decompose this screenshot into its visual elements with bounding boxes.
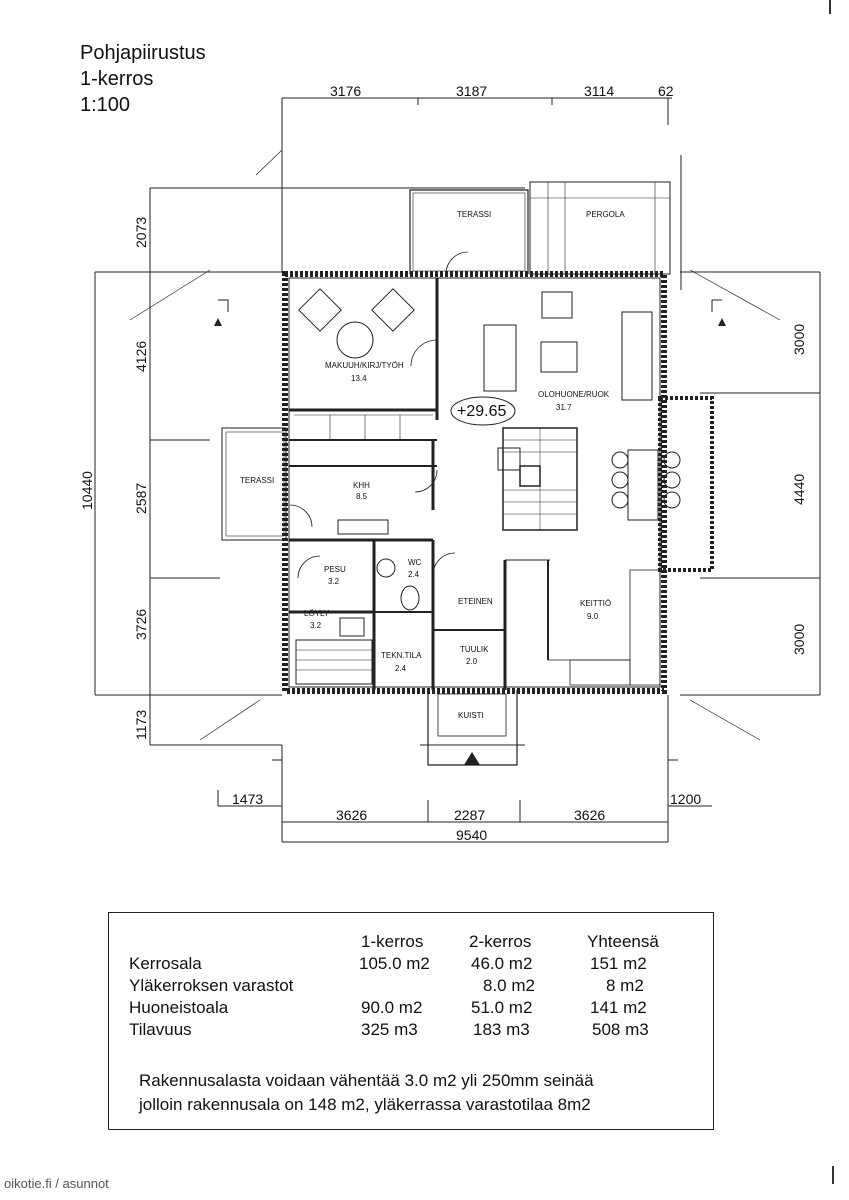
room-terassi-left: TERASSI bbox=[240, 476, 274, 485]
note-line-2: jolloin rakennusala on 148 m2, yläkerras… bbox=[139, 1095, 591, 1114]
table-cell: 46.0 m2 bbox=[471, 954, 533, 973]
dim-left-total: 10440 bbox=[79, 471, 95, 510]
room-tuulik-name: TUULIK bbox=[460, 645, 489, 654]
plan-floor: 1-kerros bbox=[80, 68, 154, 90]
dim-right-2: 4440 bbox=[791, 474, 807, 505]
dim-bottom-total: 9540 bbox=[456, 827, 487, 843]
room-loyly-area: 3.2 bbox=[310, 621, 322, 630]
row-label-tilavuus: Tilavuus bbox=[129, 1020, 192, 1039]
dim-bottom-5: 1200 bbox=[670, 791, 701, 807]
room-tekntila-name: TEKN.TILA bbox=[381, 651, 422, 660]
plan-title: Pohjapiirustus bbox=[80, 42, 206, 64]
row-label-kerrosala: Kerrosala bbox=[129, 954, 202, 973]
floor-level: +29.65 bbox=[457, 403, 506, 420]
floor-plan-drawing: 3176 3187 3114 62 2073 4126 2587 3726 11… bbox=[79, 83, 821, 843]
row-label-huoneistoala: Huoneistoala bbox=[129, 998, 229, 1017]
room-loyly-name: LÖYLY bbox=[304, 609, 330, 618]
dim-left-3: 2587 bbox=[133, 483, 149, 514]
dim-bottom-4: 3626 bbox=[574, 807, 605, 823]
col-header-1: 1-kerros bbox=[361, 932, 424, 951]
table-cell: 105.0 m2 bbox=[359, 954, 430, 973]
room-wc-area: 2.4 bbox=[408, 570, 420, 579]
room-keittio-area: 9.0 bbox=[587, 612, 599, 621]
room-tuulik-area: 2.0 bbox=[466, 657, 478, 666]
dim-top-3: 3114 bbox=[584, 83, 614, 99]
col-header-3: Yhteensä bbox=[587, 932, 659, 951]
room-keittio-name: KEITTIÖ bbox=[580, 599, 611, 608]
scan-edge-mark bbox=[829, 0, 831, 14]
watermark: oikotie.fi / asunnot bbox=[4, 1176, 109, 1191]
room-wc-name: WC bbox=[408, 558, 422, 567]
dim-bottom-2: 3626 bbox=[336, 807, 367, 823]
table-cell: 508 m3 bbox=[592, 1020, 649, 1039]
dim-top-1: 3176 bbox=[330, 83, 361, 99]
room-olohuone-name: OLOHUONE/RUOK bbox=[538, 390, 610, 399]
dim-top-4: 62 bbox=[658, 83, 674, 99]
room-khh-name: KHH bbox=[353, 481, 370, 490]
room-terassi-top: TERASSI bbox=[457, 210, 491, 219]
table-cell: 51.0 m2 bbox=[471, 998, 533, 1017]
table-cell: 325 m3 bbox=[361, 1020, 418, 1039]
table-cell: 151 m2 bbox=[590, 954, 647, 973]
col-header-2: 2-kerros bbox=[469, 932, 532, 951]
room-tekntila-area: 2.4 bbox=[395, 664, 407, 673]
room-eteinen-name: ETEINEN bbox=[458, 597, 493, 606]
room-pesu-name: PESU bbox=[324, 565, 346, 574]
dim-right-1: 3000 bbox=[791, 324, 807, 355]
room-khh-area: 8.5 bbox=[356, 492, 368, 501]
table-cell: 183 m3 bbox=[473, 1020, 530, 1039]
room-makuuh-name: MAKUUH/KIRJ/TYÖH bbox=[325, 361, 404, 370]
row-label-varastot: Yläkerroksen varastot bbox=[129, 976, 294, 995]
room-pergola: PERGOLA bbox=[586, 210, 625, 219]
dim-left-2: 4126 bbox=[133, 341, 149, 372]
dim-top-2: 3187 bbox=[456, 83, 487, 99]
table-cell: 90.0 m2 bbox=[361, 998, 423, 1017]
dim-bottom-3: 2287 bbox=[454, 807, 485, 823]
room-olohuone-area: 31.7 bbox=[556, 403, 572, 412]
table-cell: 8.0 m2 bbox=[483, 976, 535, 995]
note-line-1: Rakennusalasta voidaan vähentää 3.0 m2 y… bbox=[139, 1071, 594, 1090]
scan-edge-mark bbox=[832, 1166, 834, 1184]
room-makuuh-area: 13.4 bbox=[351, 374, 367, 383]
room-pesu-area: 3.2 bbox=[328, 577, 340, 586]
room-kuisti: KUISTI bbox=[458, 711, 484, 720]
area-table: 1-kerros 2-kerros Yhteensä Kerrosala 105… bbox=[108, 912, 714, 1130]
plan-scale: 1:100 bbox=[80, 94, 131, 116]
dim-left-1: 2073 bbox=[133, 217, 149, 248]
dim-left-4: 3726 bbox=[133, 609, 149, 640]
dim-left-5: 1173 bbox=[133, 710, 149, 740]
table-cell: 141 m2 bbox=[590, 998, 647, 1017]
dim-right-3: 3000 bbox=[791, 624, 807, 655]
dim-bottom-1: 1473 bbox=[232, 791, 263, 807]
table-cell: 8 m2 bbox=[606, 976, 644, 995]
